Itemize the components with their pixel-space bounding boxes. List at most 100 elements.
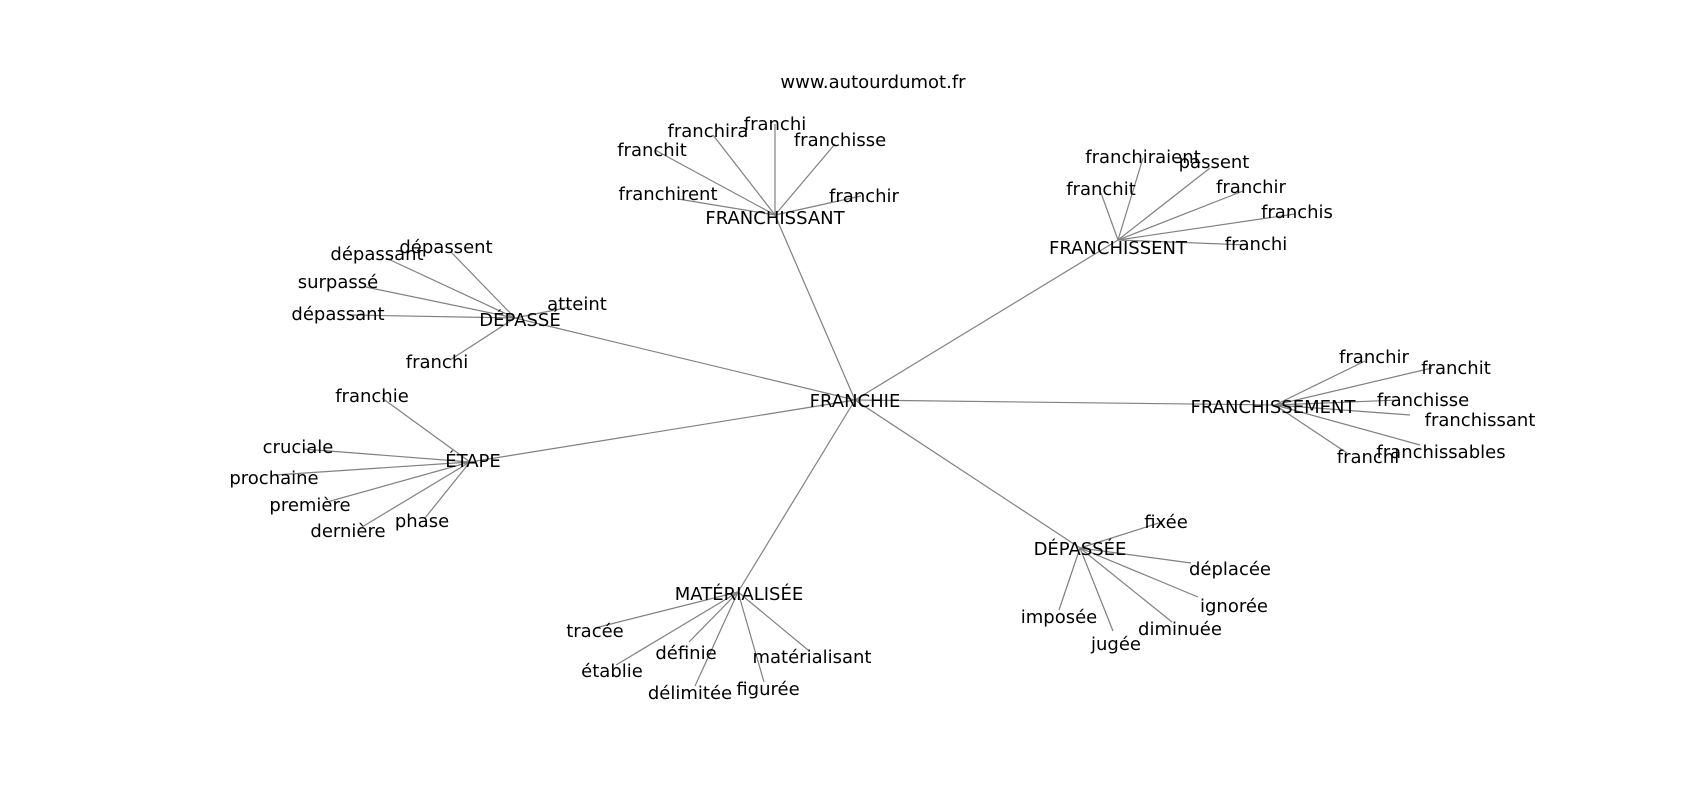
edge-branch-4-leaf-2 (274, 461, 471, 476)
leaf-node-label[interactable]: prochaine (229, 468, 318, 489)
leaf-node-label[interactable]: franchissables (1376, 442, 1505, 463)
edge-branch-1-leaf-0 (1117, 157, 1144, 241)
branch-node-label[interactable]: MATÉRIALISÉE (675, 583, 803, 605)
edge-branch-5-leaf-0 (1079, 521, 1163, 549)
edge-branch-3-leaf-4 (1274, 404, 1348, 454)
edge-branch-2-leaf-5 (449, 317, 516, 361)
leaf-node-label[interactable]: franchit (617, 140, 687, 161)
leaf-node-label[interactable]: franchie (335, 386, 409, 407)
leaf-node-label[interactable]: phase (395, 511, 449, 532)
leaf-node-label[interactable]: imposée (1021, 607, 1098, 628)
leaf-node-label[interactable]: franchiraient (1085, 147, 1200, 168)
edge-branch-1-leaf-1 (1117, 167, 1211, 241)
edge-branch-2-leaf-2 (365, 286, 516, 319)
leaf-node-label[interactable]: franchissant (1425, 410, 1536, 431)
leaf-node-label[interactable]: franchisse (794, 130, 886, 151)
leaf-node-label[interactable]: matérialisant (752, 647, 871, 668)
edge-branch-0-leaf-3 (654, 149, 776, 216)
labels: FRANCHIEFRANCHISSANTfranchirafranchifran… (229, 114, 1535, 704)
leaf-node-label[interactable]: ignorée (1200, 596, 1268, 617)
site-watermark: www.autourdumot.fr (780, 72, 966, 93)
edge-branch-6-leaf-1 (688, 591, 739, 643)
edge-branch-0-leaf-0 (712, 134, 776, 216)
leaf-node-label[interactable]: franchi (406, 352, 468, 373)
edge-branch-0-leaf-5 (774, 195, 862, 216)
edge-branch-6-leaf-0 (594, 591, 739, 629)
edge-branch-4-leaf-4 (361, 461, 471, 528)
edge-branch-2-leaf-3 (349, 314, 516, 319)
edge-branch-4-leaf-5 (424, 461, 471, 519)
center-node-label[interactable]: FRANCHIE (810, 391, 901, 412)
leaf-node-label[interactable]: franchit (1421, 358, 1491, 379)
edge-center-to-5 (854, 399, 1081, 549)
edge-branch-0-leaf-4 (677, 198, 776, 216)
leaf-node-label[interactable]: définie (655, 643, 716, 664)
leaf-node-label[interactable]: franchit (1066, 179, 1136, 200)
edge-branch-3-leaf-2 (1274, 399, 1401, 406)
edge-branch-2-leaf-4 (514, 306, 571, 319)
leaf-node-label[interactable]: figurée (736, 679, 799, 700)
leaf-node-label[interactable]: déplacée (1189, 559, 1271, 580)
branch-node-label[interactable]: FRANCHISSENT (1049, 238, 1188, 259)
edge-branch-5-leaf-5 (1079, 547, 1114, 632)
leaf-node-label[interactable]: franchi (744, 114, 806, 135)
branch-node-label[interactable]: FRANCHISSANT (705, 208, 845, 229)
leaf-node-label[interactable]: fixée (1144, 512, 1188, 533)
edge-center-to-6 (737, 399, 856, 593)
leaf-node-label[interactable]: diminuée (1138, 619, 1222, 640)
edge-branch-3-leaf-3 (1274, 404, 1411, 416)
edge-branch-2-leaf-0 (450, 251, 516, 319)
edge-branch-1-leaf-2 (1100, 192, 1119, 241)
leaf-node-label[interactable]: délimitée (648, 683, 732, 704)
edge-branch-6-leaf-3 (737, 591, 809, 651)
edge-branch-1-leaf-4 (1117, 213, 1296, 241)
edge-center-to-4 (469, 399, 856, 463)
leaf-node-label[interactable]: cruciale (263, 437, 334, 458)
edge-branch-1-leaf-5 (1117, 239, 1249, 246)
edge-branch-1-leaf-3 (1117, 190, 1244, 241)
edge-branch-3-leaf-1 (1274, 367, 1433, 406)
branch-node-label[interactable]: DÉPASSÉE (1034, 538, 1127, 560)
leaf-node-label[interactable]: première (269, 495, 350, 516)
edge-branch-0-leaf-2 (774, 143, 836, 216)
edge-branch-6-leaf-5 (737, 591, 765, 683)
leaf-node-label[interactable]: franchir (1339, 347, 1409, 368)
leaf-node-label[interactable]: franchira (668, 121, 749, 142)
branch-node-label[interactable]: ÉTAPE (445, 450, 501, 472)
leaf-node-label[interactable]: établie (581, 661, 643, 682)
leaf-node-label[interactable]: jugée (1090, 634, 1141, 655)
leaf-node-label[interactable]: franchi (1225, 234, 1287, 255)
leaf-node-label[interactable]: franchi (1337, 447, 1399, 468)
edge-branch-3-leaf-5 (1274, 404, 1421, 446)
edge-branch-4-leaf-3 (326, 461, 471, 503)
edge-center-to-0 (774, 214, 856, 401)
edge-branch-6-leaf-4 (694, 591, 739, 687)
leaf-node-label[interactable]: passent (1179, 152, 1250, 173)
leaf-node-label[interactable]: franchirent (618, 184, 717, 205)
leaf-node-label[interactable]: dépassant (291, 304, 384, 325)
leaf-node-label[interactable]: franchir (1216, 177, 1286, 198)
leaf-node-label[interactable]: dernière (310, 521, 385, 542)
edge-branch-5-leaf-3 (1058, 547, 1081, 611)
edge-center-to-2 (514, 317, 856, 401)
edges (274, 124, 1433, 687)
leaf-node-label[interactable]: dépassent (399, 237, 492, 258)
edge-branch-3-leaf-0 (1274, 360, 1366, 406)
leaf-node-label[interactable]: surpassé (298, 272, 378, 293)
branch-node-label[interactable]: DÉPASSÉ (479, 309, 560, 331)
leaf-node-label[interactable]: franchisse (1377, 390, 1469, 411)
leaf-node-label[interactable]: dépassant (330, 244, 423, 265)
edge-branch-6-leaf-2 (615, 591, 739, 666)
edge-branch-5-leaf-4 (1079, 547, 1173, 623)
edge-center-to-3 (854, 399, 1276, 406)
edge-branch-2-leaf-1 (385, 257, 516, 319)
leaf-node-label[interactable]: franchir (829, 186, 899, 207)
leaf-node-label[interactable]: tracée (566, 621, 624, 642)
leaf-node-label[interactable]: franchis (1261, 202, 1333, 223)
edge-branch-5-leaf-2 (1079, 547, 1199, 598)
edge-branch-4-leaf-0 (381, 397, 471, 463)
leaf-node-label[interactable]: atteint (547, 294, 607, 315)
branch-node-label[interactable]: FRANCHISSEMENT (1191, 397, 1357, 418)
